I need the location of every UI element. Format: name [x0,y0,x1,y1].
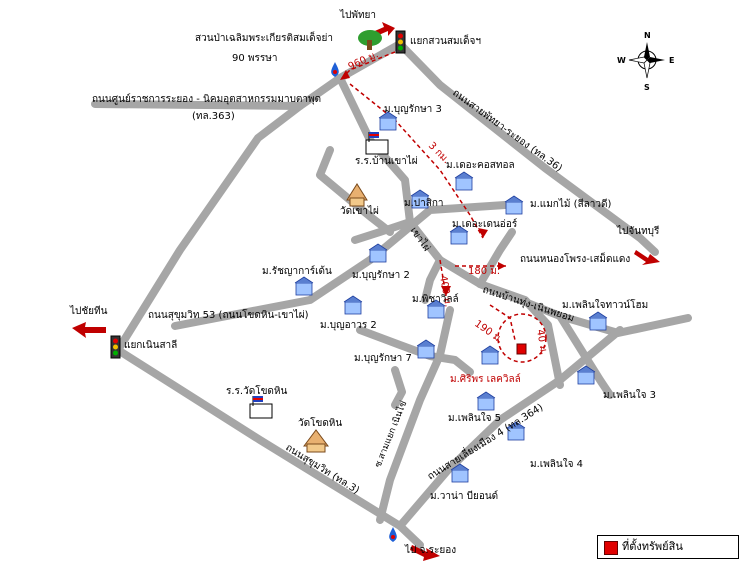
road-soi-spur [391,366,406,409]
fuel-icon-south [389,527,397,542]
village-boonruksa3: ม.บุญรักษา 3 [384,104,442,115]
intersection-suanson: แยกสวนสมเด็จฯ [410,36,481,47]
village-pichawinn: ม.พิชาวิลล์ [412,294,459,305]
village-icon-phasika [410,189,430,209]
place-school-khaophai: ร.ร.บ้านเขาไผ่ [355,156,418,167]
village-icon-maemai [504,195,524,215]
place-park: สวนป่าเฉลิมพระเกียรติสมเด็จย่า [195,33,333,44]
arrow-chanthaburi [634,250,660,265]
distance-400: 400 ม. [437,275,453,308]
road-nongphong-label: ถนนหนองโพรง-เสม็ดแดง [520,254,631,265]
dest-chonburi: ไปชัยทีน [70,306,108,317]
village-coastal: ม.เดอะคอสทอล [446,160,515,171]
road-nongphong [476,228,516,288]
village-siriporn: ม.ศิริพร เลควิลล์ [450,374,521,385]
dest-chanthaburi: ไปจันทบุรี [617,226,660,237]
road-sukhumvit53-label: ถนนสุขุมวิท 53 (ถนนโขดหิน-เขาไผ่) [148,310,309,321]
village-phoenix3: ม.เพลินใจ 3 [603,390,657,401]
village-icons [294,111,608,483]
village-icon-siriporn [480,345,500,365]
village-phasika: ม.ปาสิกา [404,198,444,209]
road-east-branch [476,280,564,389]
village-icon-classic [449,225,469,245]
arrow-chonburi [72,322,106,338]
road-rayong-govt-code: (ทล.363) [192,111,235,122]
village-icon-coastal [454,171,474,191]
road-pattaya-rayong [396,40,659,256]
village-phoenix4: ม.เพลินใจ 4 [530,459,584,470]
route-arrowheads [340,70,506,296]
school-icon-khaophai [365,132,389,155]
village-icon-phoenix4 [506,421,526,441]
road-inner-mid [421,256,444,304]
traffic-light-west [110,335,121,359]
village-boonruksa7: ม.บุญรักษา 7 [354,353,412,364]
compass-w: W [617,56,626,65]
village-wanna: ม.วาน่า บียอนด์ [430,491,499,502]
village-classic: ม.เดอะเดนอ่อร์ [452,219,518,230]
distance-190: 190 ม. [472,318,505,345]
village-ratchaya: ม.รัชญาการ์เด้น [262,266,332,277]
village-icon-phoenix-home [588,311,608,331]
place-park-years: 90 พรรษา [232,53,278,64]
compass-s: S [644,83,650,92]
road-soi-kahoi [376,306,454,524]
dest-rayong: ไป จ.ระยอง [405,545,457,556]
fuel-icon-north [331,62,339,77]
road-siriporn-spur [556,312,614,399]
village-phoenix-home: ม.เพลินใจทาวน์โฮม [562,300,649,311]
park-tree-icon [358,30,382,50]
road-rayong-govt-label: ถนนศูนย์ราชการระยอง - นิคมอุตสาหกรรมมาบต… [92,94,322,105]
village-boonruksa2: ม.บุญรักษา 2 [352,270,410,281]
village-icon-boonwaro [343,295,363,315]
legend-box: ที่ตั้งทรัพย์สิน [597,535,739,559]
road-sukhumvit [114,346,424,549]
village-icon-ratchaya [294,276,314,296]
property-marker [516,343,527,355]
distance-180: 180 ม. [468,266,500,277]
legend-label: ที่ตั้งทรัพย์สิน [622,540,683,553]
village-boonwaro: ม.บุญอาวร 2 [320,320,377,331]
village-icon-phoenix5 [476,391,496,411]
place-wat-khotkhin: วัดโขดหิน [298,418,343,429]
traffic-light-north [395,30,406,54]
school-icon-khotkhin [249,396,273,419]
village-maemai: ม.แมกไม้ (สีลาวดี) [530,199,612,210]
temple-icon-khaophai [346,183,368,207]
compass-e: E [669,56,674,65]
compass-n: N [644,31,651,40]
place-school-khotkhin: ร.ร.วัดโขดหิน [226,386,288,397]
village-phoenix5: ม.เพลินใจ 5 [448,413,502,424]
distance-40: 40 ม. [534,329,549,356]
legend-swatch [604,541,618,555]
village-icon-phoenix3 [576,365,596,385]
village-icon-boonruksa7 [416,339,436,359]
dest-pattaya: ไปพัทยา [340,10,377,21]
arrow-rayong [410,545,440,561]
road-rayong-govt [114,40,404,354]
road-inner-north [351,218,414,244]
road-loop2 [356,326,474,376]
road-bypass-364 [396,326,624,530]
village-icon-wanna [450,463,470,483]
village-icon-boonruksa2 [368,243,388,263]
compass-icon [628,42,665,79]
temple-icon-khotkhin [303,429,329,453]
place-wat-khaophai: วัดเขาไผ่ [340,206,379,217]
road-rayong-govt-west [91,100,304,110]
intersection-noenphlap: แยกเนินสาลี [124,340,178,351]
village-icon-pichawinn [426,299,446,319]
property-radius-circle [497,313,547,363]
village-icon-boonruksa3 [378,111,398,131]
